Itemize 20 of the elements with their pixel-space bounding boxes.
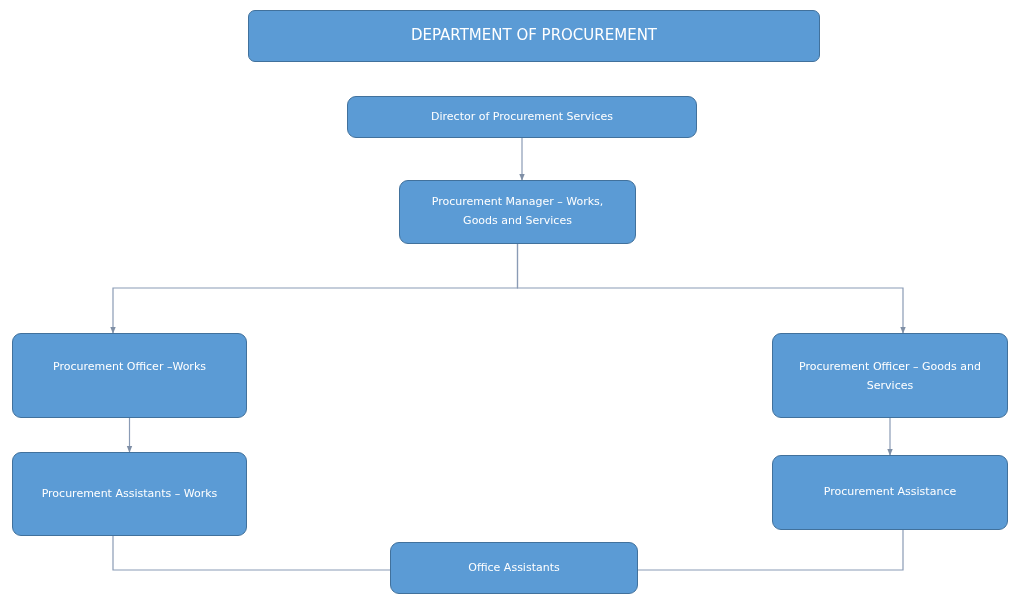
- connector-arrow: [887, 417, 893, 456]
- org-role-box: [347, 96, 697, 138]
- org-role-box: [772, 455, 1008, 530]
- connector-arrow: [516, 243, 906, 334]
- role-title: Procurement Officer – Goods and Services: [798, 359, 982, 394]
- role-title: Procurement Assistants – Works: [41, 485, 218, 502]
- role-title: Procurement Officer –Works: [53, 359, 206, 375]
- role-title: Office Assistants: [468, 559, 560, 576]
- org-role-box: [12, 333, 247, 418]
- department-title: DEPARTMENT OF PROCUREMENT: [410, 25, 658, 47]
- org-role-box: [390, 542, 638, 594]
- org-role-box: [772, 333, 1008, 418]
- role-title: Procurement Assistance: [823, 484, 957, 501]
- role-title: Director of Procurement Services: [431, 108, 613, 125]
- role-title: Procurement Manager – Works, Goods and Services: [430, 194, 605, 229]
- connector-arrow: [519, 137, 525, 181]
- connector-arrow: [126, 417, 133, 453]
- department-header-box: [248, 10, 820, 62]
- org-role-box: [12, 452, 247, 536]
- org-role-box: [399, 180, 636, 244]
